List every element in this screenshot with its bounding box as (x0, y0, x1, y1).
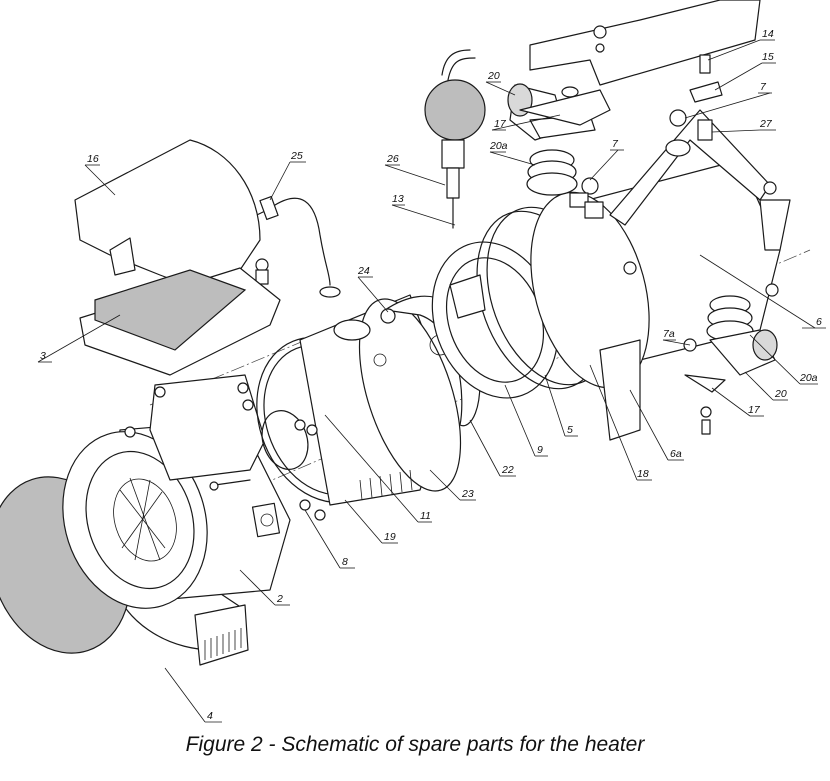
callouts: 16 25 3 4 2 8 19 11 23 24 22 9 5 (37, 28, 826, 723)
callout-2: 2 (276, 593, 283, 605)
callout-24: 24 (357, 265, 370, 277)
callout-20a-top: 20a (489, 140, 508, 152)
callout-6: 6 (816, 316, 822, 328)
callout-25: 25 (290, 150, 303, 162)
callout-7a: 7a (663, 328, 675, 340)
callout-9: 9 (537, 444, 543, 456)
combustion-chamber-23 (299, 294, 462, 506)
callout-3: 3 (40, 350, 46, 362)
diagram-svg: 16 25 3 4 2 8 19 11 23 24 22 9 5 (0, 0, 826, 723)
callout-13: 13 (392, 193, 404, 205)
callout-6a: 6a (670, 448, 682, 460)
fuel-fittings (519, 86, 611, 219)
top-bracket (529, 0, 761, 157)
callout-17-bottom: 17 (748, 404, 761, 416)
callout-7-right: 7 (760, 81, 767, 93)
callout-19: 19 (384, 531, 396, 543)
figure-caption: Figure 2 - Schematic of spare parts for … (185, 733, 645, 756)
callout-20-bottom: 20 (774, 388, 787, 400)
callout-26: 26 (386, 153, 399, 165)
callout-15: 15 (762, 51, 774, 63)
pipe-bottom (683, 295, 778, 435)
callout-17-top: 17 (494, 118, 507, 130)
heat-exchanger-insert (431, 206, 614, 399)
callout-11: 11 (420, 510, 431, 522)
callout-20-top: 20 (487, 70, 500, 82)
control-unit-3 (79, 267, 281, 376)
callout-20a-bottom: 20a (799, 372, 818, 384)
callout-8: 8 (342, 556, 348, 568)
callout-23: 23 (461, 488, 474, 500)
callout-18: 18 (637, 468, 649, 480)
cover-16 (74, 139, 261, 291)
callout-7-mid: 7 (612, 138, 619, 150)
exploded-diagram: 16 25 3 4 2 8 19 11 23 24 22 9 5 (0, 0, 826, 723)
callout-5: 5 (567, 424, 573, 436)
bolts-8 (294, 419, 326, 521)
callout-16: 16 (87, 153, 99, 165)
glow-plug-24 (380, 308, 396, 324)
pressure-sensor-26 (424, 49, 486, 229)
callout-27: 27 (759, 118, 773, 130)
callout-4: 4 (207, 710, 213, 722)
callout-22: 22 (501, 464, 514, 476)
callout-14: 14 (762, 28, 774, 40)
